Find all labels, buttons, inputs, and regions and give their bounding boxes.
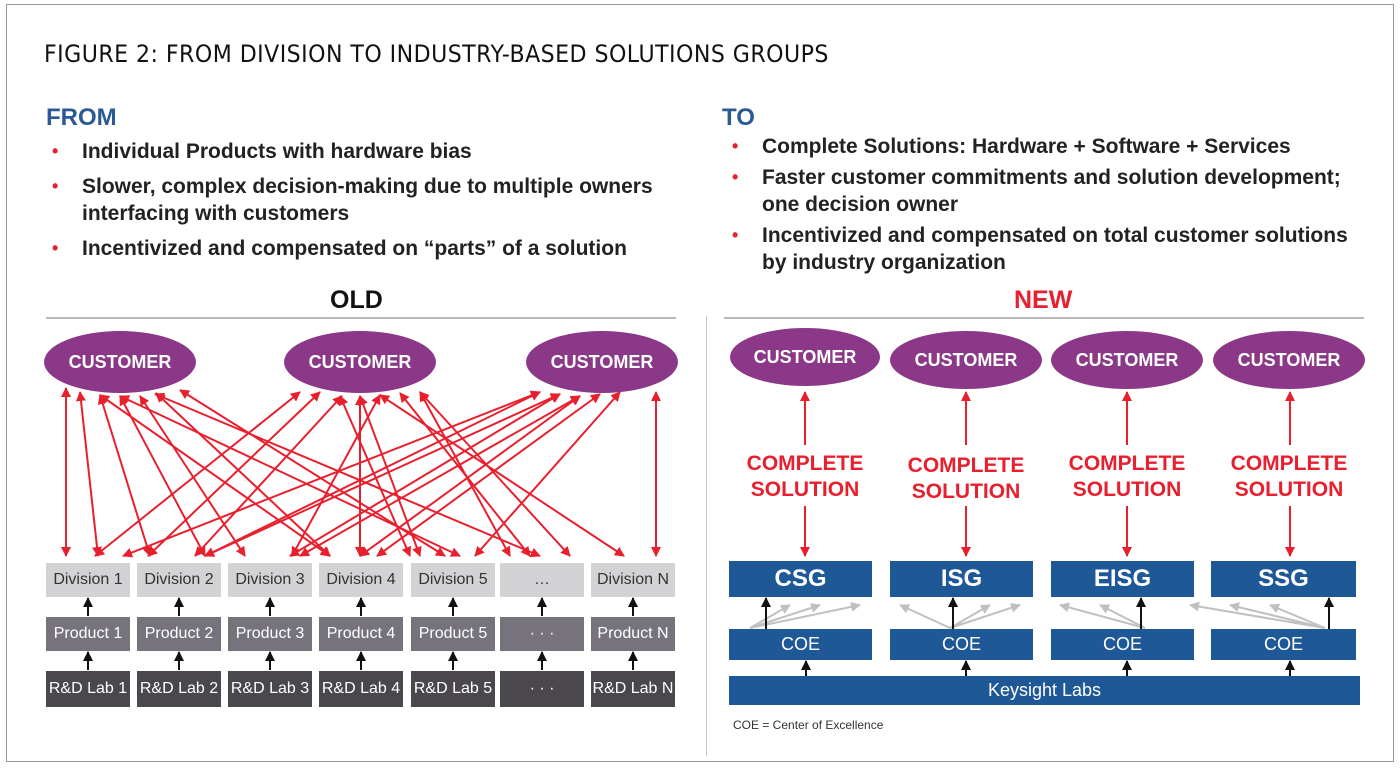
customer-division-arrow	[359, 395, 581, 557]
coe-box: COE	[1051, 629, 1194, 660]
complete-solution-label: COMPLETE SOLUTION	[735, 451, 875, 503]
coe-cross-arrow	[949, 603, 1021, 629]
complete-solution-label: COMPLETE SOLUTION	[1057, 451, 1197, 503]
new-label: NEW	[1014, 286, 1073, 314]
product-box: Product 4	[319, 617, 403, 651]
coe-box: COE	[729, 629, 872, 660]
complete-solution-line1: COMPLETE	[1230, 452, 1348, 475]
complete-solution-line1: COMPLETE	[1068, 452, 1186, 475]
rd-lab-box: R&D Lab 3	[228, 671, 312, 707]
coe-cross-arrow	[899, 604, 951, 629]
customer-division-arrow	[76, 391, 102, 557]
to-bullet: Incentivized and compensated on total cu…	[726, 222, 1366, 276]
rd-lab-box: R&D Lab 4	[319, 671, 403, 707]
from-bullet: Incentivized and compensated on “parts” …	[46, 235, 656, 262]
old-customer-node: CUSTOMER	[284, 331, 436, 393]
new-customer-node: CUSTOMER	[730, 328, 880, 386]
new-customer-node: CUSTOMER	[890, 331, 1042, 389]
customer-division-arrow	[204, 393, 561, 557]
division-box: Division 1	[46, 563, 130, 597]
coe-cross-arrow	[749, 603, 821, 629]
from-bullet: Individual Products with hardware bias	[46, 138, 656, 165]
old-customer-node: CUSTOMER	[44, 331, 196, 393]
customer-division-arrow	[379, 394, 625, 557]
from-bullet-list: Individual Products with hardware bias S…	[46, 138, 656, 270]
coe-cross-arrow	[749, 604, 791, 629]
rd-lab-box: · · ·	[500, 671, 584, 707]
rd-lab-box: R&D Lab N	[591, 671, 675, 707]
section-divider	[706, 316, 707, 756]
complete-solution-label: COMPLETE SOLUTION	[896, 453, 1036, 505]
rd-lab-box: R&D Lab 5	[411, 671, 495, 707]
division-box: Division 2	[137, 563, 221, 597]
rd-lab-box: R&D Lab 1	[46, 671, 130, 707]
customer-division-arrow	[419, 391, 511, 557]
coe-cross-arrow	[749, 601, 861, 629]
division-box: Division 4	[319, 563, 403, 597]
group-box-isg: ISG	[890, 561, 1033, 597]
to-bullet: Complete Solutions: Hardware + Software …	[726, 133, 1366, 160]
complete-solution-line1: COMPLETE	[746, 452, 864, 475]
complete-solution-line2: SOLUTION	[911, 480, 1021, 503]
figure-title: FIGURE 2: FROM DIVISION TO INDUSTRY-BASE…	[44, 40, 829, 68]
product-box: Product 2	[137, 617, 221, 651]
coe-box: COE	[890, 629, 1033, 660]
product-box: Product 5	[411, 617, 495, 651]
group-box-ssg: SSG	[1211, 561, 1356, 597]
complete-solution-line2: SOLUTION	[1234, 478, 1344, 501]
division-box: …	[500, 563, 584, 597]
customer-division-arrow	[155, 392, 331, 557]
complete-solution-line2: SOLUTION	[1072, 478, 1182, 501]
new-divider-rule	[724, 317, 1364, 319]
to-bullet: Faster customer commitments and solution…	[726, 164, 1366, 218]
coe-box: COE	[1211, 629, 1356, 660]
division-box: Division 5	[411, 563, 495, 597]
complete-solution-label: COMPLETE SOLUTION	[1219, 451, 1359, 503]
complete-solution-line2: SOLUTION	[750, 478, 860, 501]
product-box: Product 1	[46, 617, 130, 651]
new-customer-node: CUSTOMER	[1051, 331, 1203, 389]
old-label: OLD	[330, 286, 383, 314]
coe-cross-arrow	[1229, 602, 1326, 629]
keysight-labs-bar: Keysight Labs	[729, 676, 1360, 705]
group-box-eisg: EISG	[1051, 561, 1194, 597]
division-box: Division N	[591, 563, 675, 597]
old-customer-node: CUSTOMER	[526, 331, 678, 393]
group-box-csg: CSG	[729, 561, 872, 597]
coe-cross-arrow	[1059, 602, 1146, 629]
from-heading: FROM	[46, 104, 117, 131]
old-divider-rule	[46, 317, 676, 319]
coe-cross-arrow	[949, 604, 991, 629]
product-box: · · ·	[500, 617, 584, 651]
complete-solution-line1: COMPLETE	[907, 454, 1025, 477]
coe-cross-arrow	[1099, 604, 1146, 629]
division-box: Division 3	[228, 563, 312, 597]
coe-footnote: COE = Center of Excellence	[733, 718, 884, 732]
product-box: Product 3	[228, 617, 312, 651]
rd-lab-box: R&D Lab 2	[137, 671, 221, 707]
coe-cross-arrow	[1269, 603, 1326, 629]
coe-cross-arrow	[1189, 601, 1326, 629]
product-box: Product N	[591, 617, 675, 651]
figure-frame	[6, 4, 1394, 762]
to-heading: TO	[722, 104, 755, 131]
from-bullet: Slower, complex decision-making due to m…	[46, 173, 656, 227]
customer-division-arrow	[291, 394, 381, 557]
to-bullet-list: Complete Solutions: Hardware + Software …	[726, 133, 1366, 280]
customer-division-arrow	[299, 395, 581, 557]
new-customer-node: CUSTOMER	[1213, 331, 1365, 389]
